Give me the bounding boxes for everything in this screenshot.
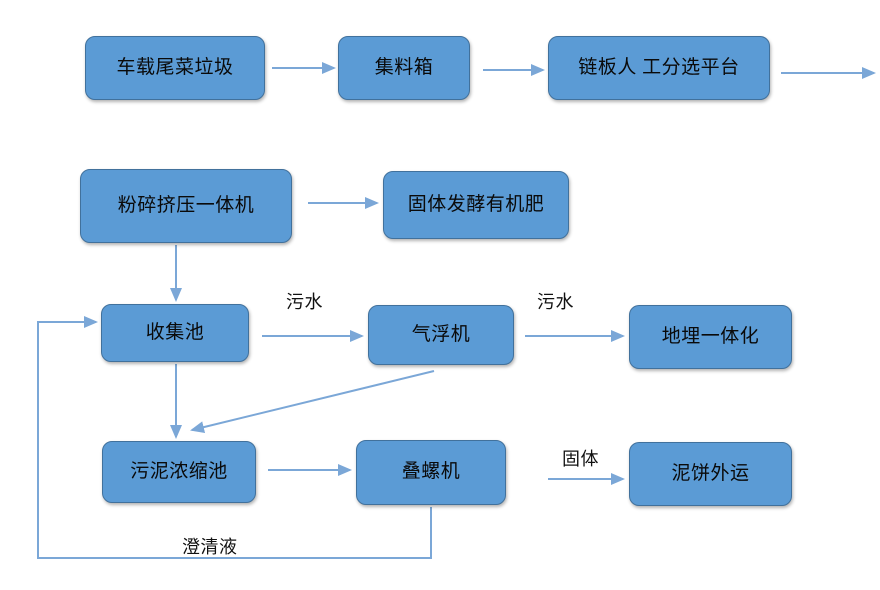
node-collection-tank[interactable]: 收集池 — [101, 304, 249, 362]
edge-label-wastewater-2: 污水 — [537, 292, 574, 312]
connector-n7-n9-diagonal — [190, 370, 435, 433]
node-label: 车载尾菜垃圾 — [116, 56, 234, 78]
node-collection-bin[interactable]: 集料箱 — [338, 36, 470, 100]
node-vehicle-vegetable-waste[interactable]: 车载尾菜垃圾 — [85, 36, 265, 100]
node-label: 地埋一体化 — [661, 325, 760, 347]
node-label: 污泥浓缩池 — [130, 460, 228, 482]
node-label: 粉碎挤压一体机 — [117, 194, 255, 216]
node-solid-fermentation-organic-fertilizer[interactable]: 固体发酵有机肥 — [383, 171, 569, 239]
node-sludge-thickening-tank[interactable]: 污泥浓缩池 — [102, 441, 256, 503]
node-chain-plate-manual-sorting-platform[interactable]: 链板人 工分选平台 — [548, 36, 770, 100]
edge-label-clarified-liquid: 澄清液 — [182, 537, 238, 557]
node-label: 固体发酵有机肥 — [407, 193, 545, 215]
node-label: 泥饼外运 — [671, 462, 750, 484]
node-stacked-screw-press[interactable]: 叠螺机 — [356, 440, 506, 505]
node-label: 链板人 工分选平台 — [578, 56, 740, 78]
node-buried-integrated-unit[interactable]: 地埋一体化 — [629, 305, 792, 369]
node-mud-cake-transport[interactable]: 泥饼外运 — [629, 442, 792, 506]
node-air-flotation-machine[interactable]: 气浮机 — [368, 305, 514, 365]
edge-label-wastewater-1: 污水 — [286, 292, 323, 312]
node-label: 叠螺机 — [401, 461, 461, 483]
node-label: 集料箱 — [374, 56, 434, 78]
node-label: 气浮机 — [411, 323, 471, 345]
node-label: 收集池 — [145, 321, 205, 343]
node-crushing-extrusion-machine[interactable]: 粉碎挤压一体机 — [80, 169, 292, 243]
edge-label-solids: 固体 — [562, 449, 599, 469]
